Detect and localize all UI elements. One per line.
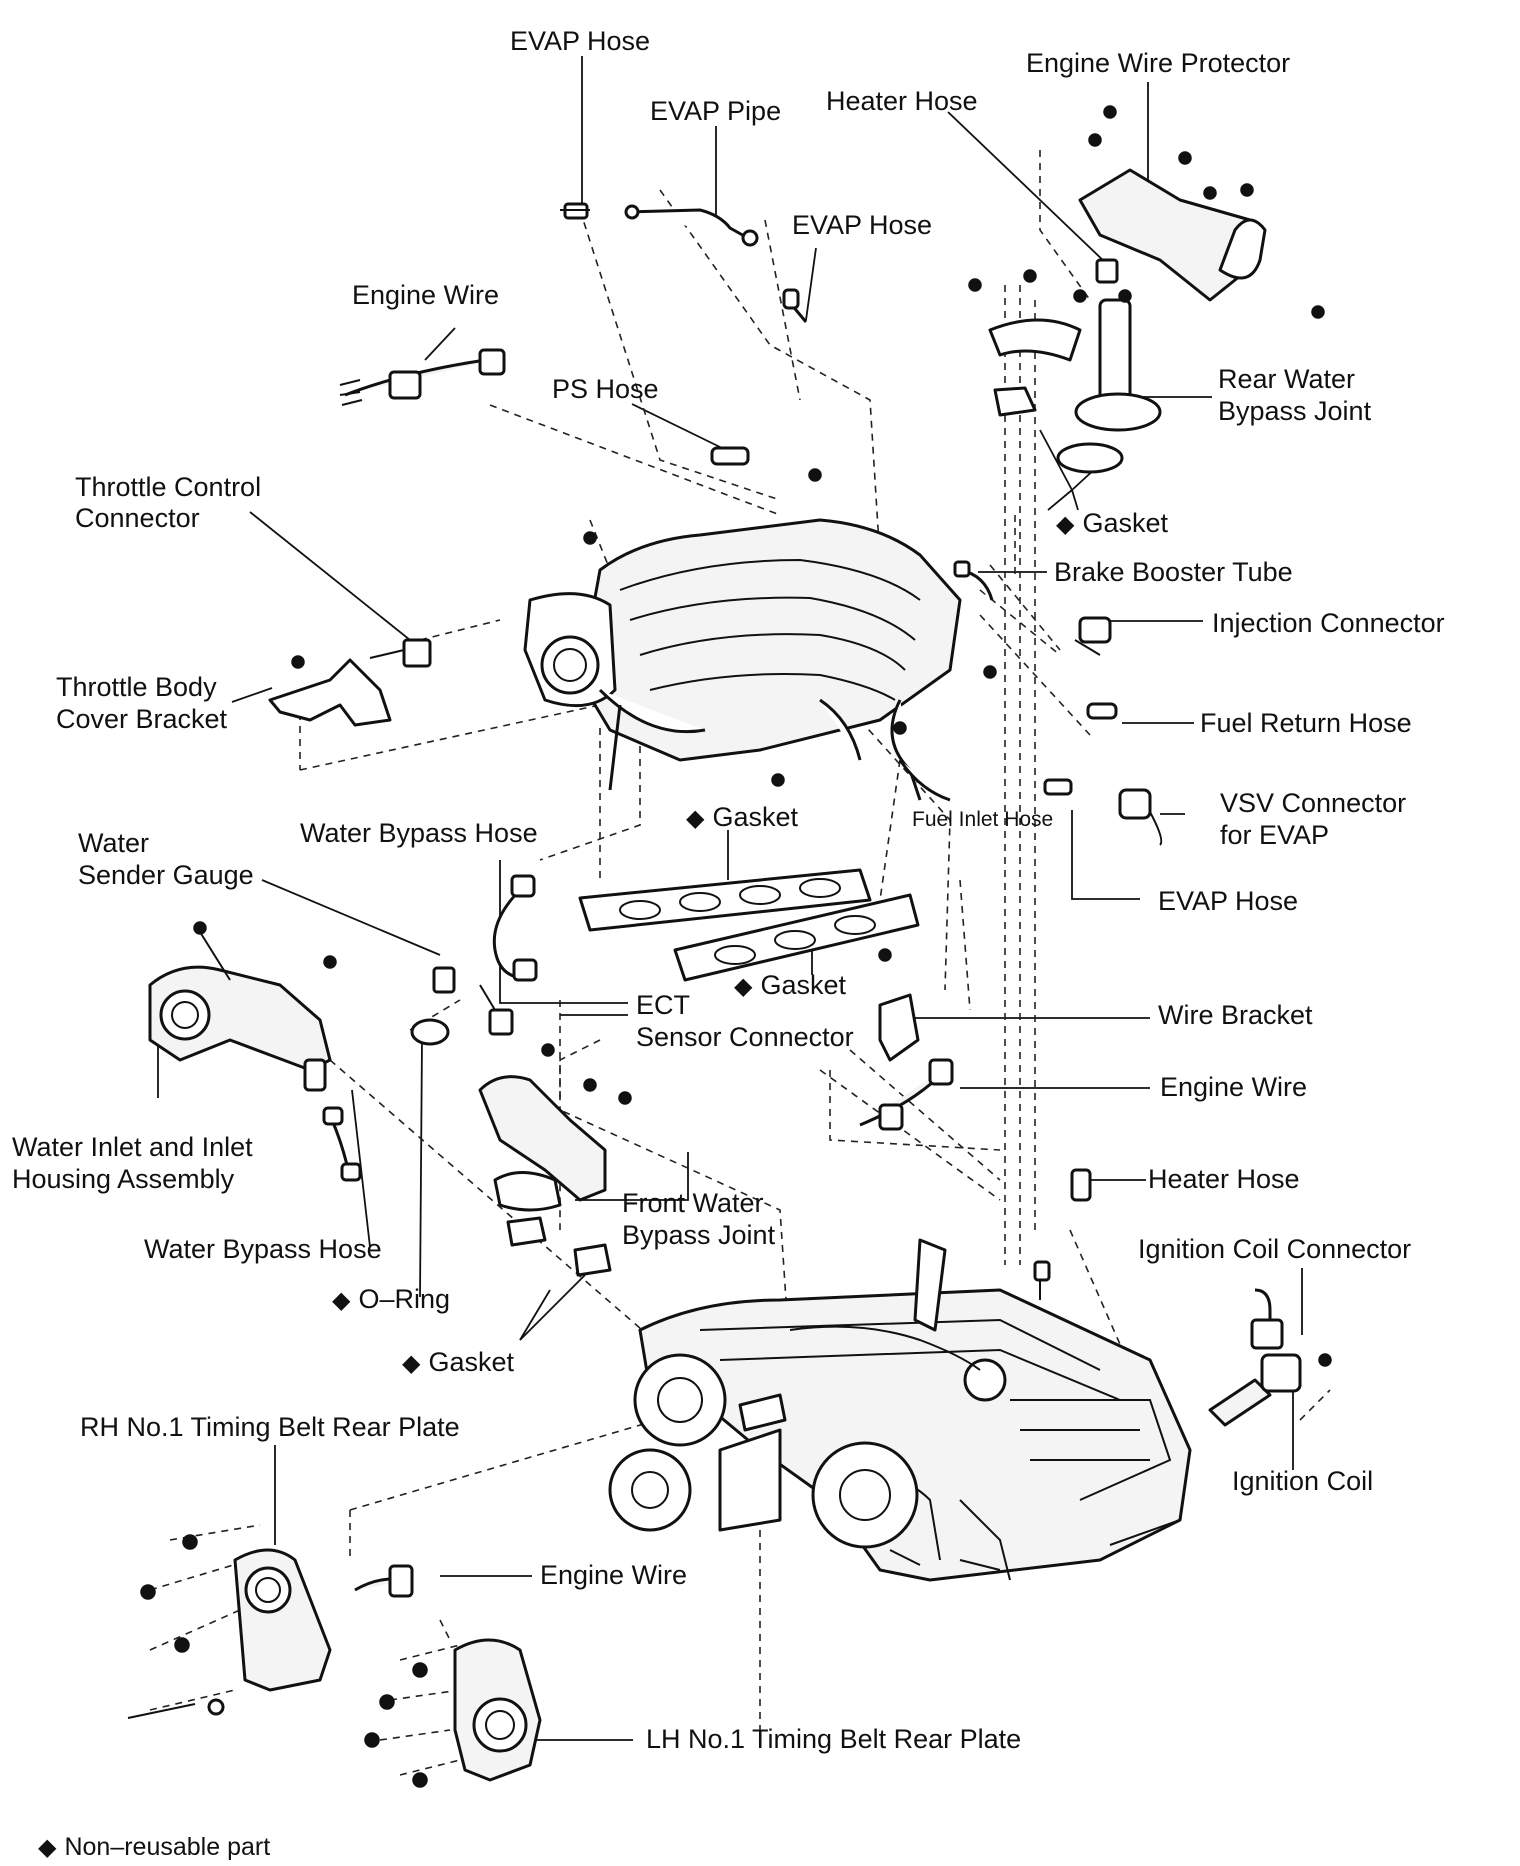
heater-hose-right-part [1033,1168,1092,1300]
label-water-inlet-line1: Water Inlet and Inlet [12,1132,253,1162]
legend-non-reusable: ◆ Non–reusable part [38,1832,270,1863]
label-evap-hose-mid: EVAP Hose [792,210,933,240]
label-gasket-intake-upper: ◆Gasket [686,802,799,832]
non-reusable-mark: ◆ [734,973,753,1000]
rh-timing-belt-rear-plate-part [127,1534,332,1719]
non-reusable-mark: ◆ [332,1287,351,1314]
label-gasket-rear: ◆Gasket [1056,508,1169,538]
rear-gaskets-part [993,386,1124,474]
engine-wire-right-part [859,1058,954,1131]
front-gaskets-part [506,1216,612,1277]
label-heater-hose-right: Heater Hose [1148,1164,1300,1194]
intake-gasket-upper-part [578,868,872,932]
label-water-bypass-hose-left: Water Bypass Hose [144,1234,382,1264]
intake-gasket-lower-part [673,893,920,982]
engine-wire-bottom-part [354,1564,414,1598]
label-gasket-intake-lower: ◆Gasket [734,970,847,1000]
label-front-water-bypass-line2: Bypass Joint [622,1220,776,1250]
intake-manifold-part [523,468,997,801]
brake-booster-tube-part [953,560,994,601]
label-water-sender-gauge-line1: Water [78,828,150,858]
ignition-coil-connector-part [1250,1288,1284,1350]
label-vsv-connector-line1: VSV Connector [1220,788,1407,818]
label-engine-wire-top: Engine Wire [352,280,500,310]
label-ignition-coil: Ignition Coil [1232,1466,1374,1496]
label-engine-wire-bottom: Engine Wire [540,1560,688,1590]
label-lh-timing-belt-rear-plate: LH No.1 Timing Belt Rear Plate [646,1724,1022,1754]
ignition-coil-part [1208,1353,1332,1427]
label-brake-booster-tube: Brake Booster Tube [1054,557,1293,587]
label-injection-connector: Injection Connector [1212,608,1445,638]
evap-pipe-part [624,204,759,247]
water-bypass-hose-left-part [322,1106,362,1182]
fuel-inlet-hose-part [898,759,951,802]
label-rear-water-bypass-joint-line2: Bypass Joint [1218,396,1372,426]
ect-sensor-connector-part [479,984,514,1036]
throttle-body-cover-bracket-part [268,655,392,727]
label-fuel-inlet-hose: Fuel Inlet Hose [912,808,1054,831]
label-engine-wire-protector: Engine Wire Protector [1026,48,1291,78]
label-water-inlet-line2: Housing Assembly [12,1164,235,1194]
water-bypass-hose-top-part [492,874,538,982]
non-reusable-mark: ◆ [402,1350,421,1377]
water-inlet-housing-part [148,921,337,1092]
label-evap-hose-right: EVAP Hose [1158,886,1299,916]
engine-wire-top-part [339,348,506,406]
label-throttle-control-connector-line1: Throttle Control [75,472,262,502]
label-fuel-return-hose: Fuel Return Hose [1200,708,1412,738]
label-rh-timing-belt-rear-plate: RH No.1 Timing Belt Rear Plate [80,1412,460,1442]
label-throttle-body-cover-bracket-line1: Throttle Body [56,672,217,702]
label-ps-hose: PS Hose [552,374,659,404]
throttle-control-connector-part [369,638,432,668]
label-evap-pipe: EVAP Pipe [650,96,782,126]
evap-hose-right-part [1043,778,1073,796]
non-reusable-mark: ◆ [38,1834,57,1861]
evap-hose-mid-part [782,288,808,323]
lh-timing-belt-rear-plate-part [364,1638,542,1788]
injection-connector-part [1074,616,1112,656]
label-throttle-body-cover-bracket-line2: Cover Bracket [56,704,228,734]
wire-bracket-part [878,948,920,1062]
label-ignition-coil-connector: Ignition Coil Connector [1138,1234,1412,1264]
label-water-sender-gauge-line2: Sender Gauge [78,860,254,890]
label-rear-water-bypass-joint-line1: Rear Water [1218,364,1356,394]
front-water-bypass-joint-part [478,1043,632,1212]
engine-wire-protector-part [1078,105,1325,319]
non-reusable-mark: ◆ [686,805,705,832]
non-reusable-mark: ◆ [1056,511,1075,538]
legend-text: Non–reusable part [64,1833,271,1861]
label-throttle-control-connector-line2: Connector [75,503,200,533]
fuel-return-hose-part [1086,702,1118,720]
ps-hose-part [710,446,750,466]
rear-water-bypass-joint-part [968,258,1162,432]
evap-hose-top-part [560,202,590,220]
engine-block-part [608,1238,1192,1582]
label-gasket-front: ◆Gasket [402,1347,515,1377]
vsv-connector-part [1118,788,1163,846]
water-sender-gauge-part [432,966,456,994]
o-ring-part [410,1018,450,1046]
dashed-alignment-lines [149,150,1331,1776]
label-heater-hose-top: Heater Hose [826,86,978,116]
leader-lines [157,56,1303,1741]
label-wire-bracket: Wire Bracket [1158,1000,1313,1030]
label-engine-wire-right: Engine Wire [1160,1072,1308,1102]
label-vsv-connector-line2: for EVAP [1220,820,1330,850]
label-evap-hose-top: EVAP Hose [510,26,651,56]
label-ect-line2: Sensor Connector [636,1022,854,1052]
label-front-water-bypass-line1: Front Water [622,1188,764,1218]
label-o-ring: ◆O–Ring [332,1284,451,1314]
label-water-bypass-hose-top: Water Bypass Hose [300,818,538,848]
label-ect-line1: ECT [636,990,690,1020]
